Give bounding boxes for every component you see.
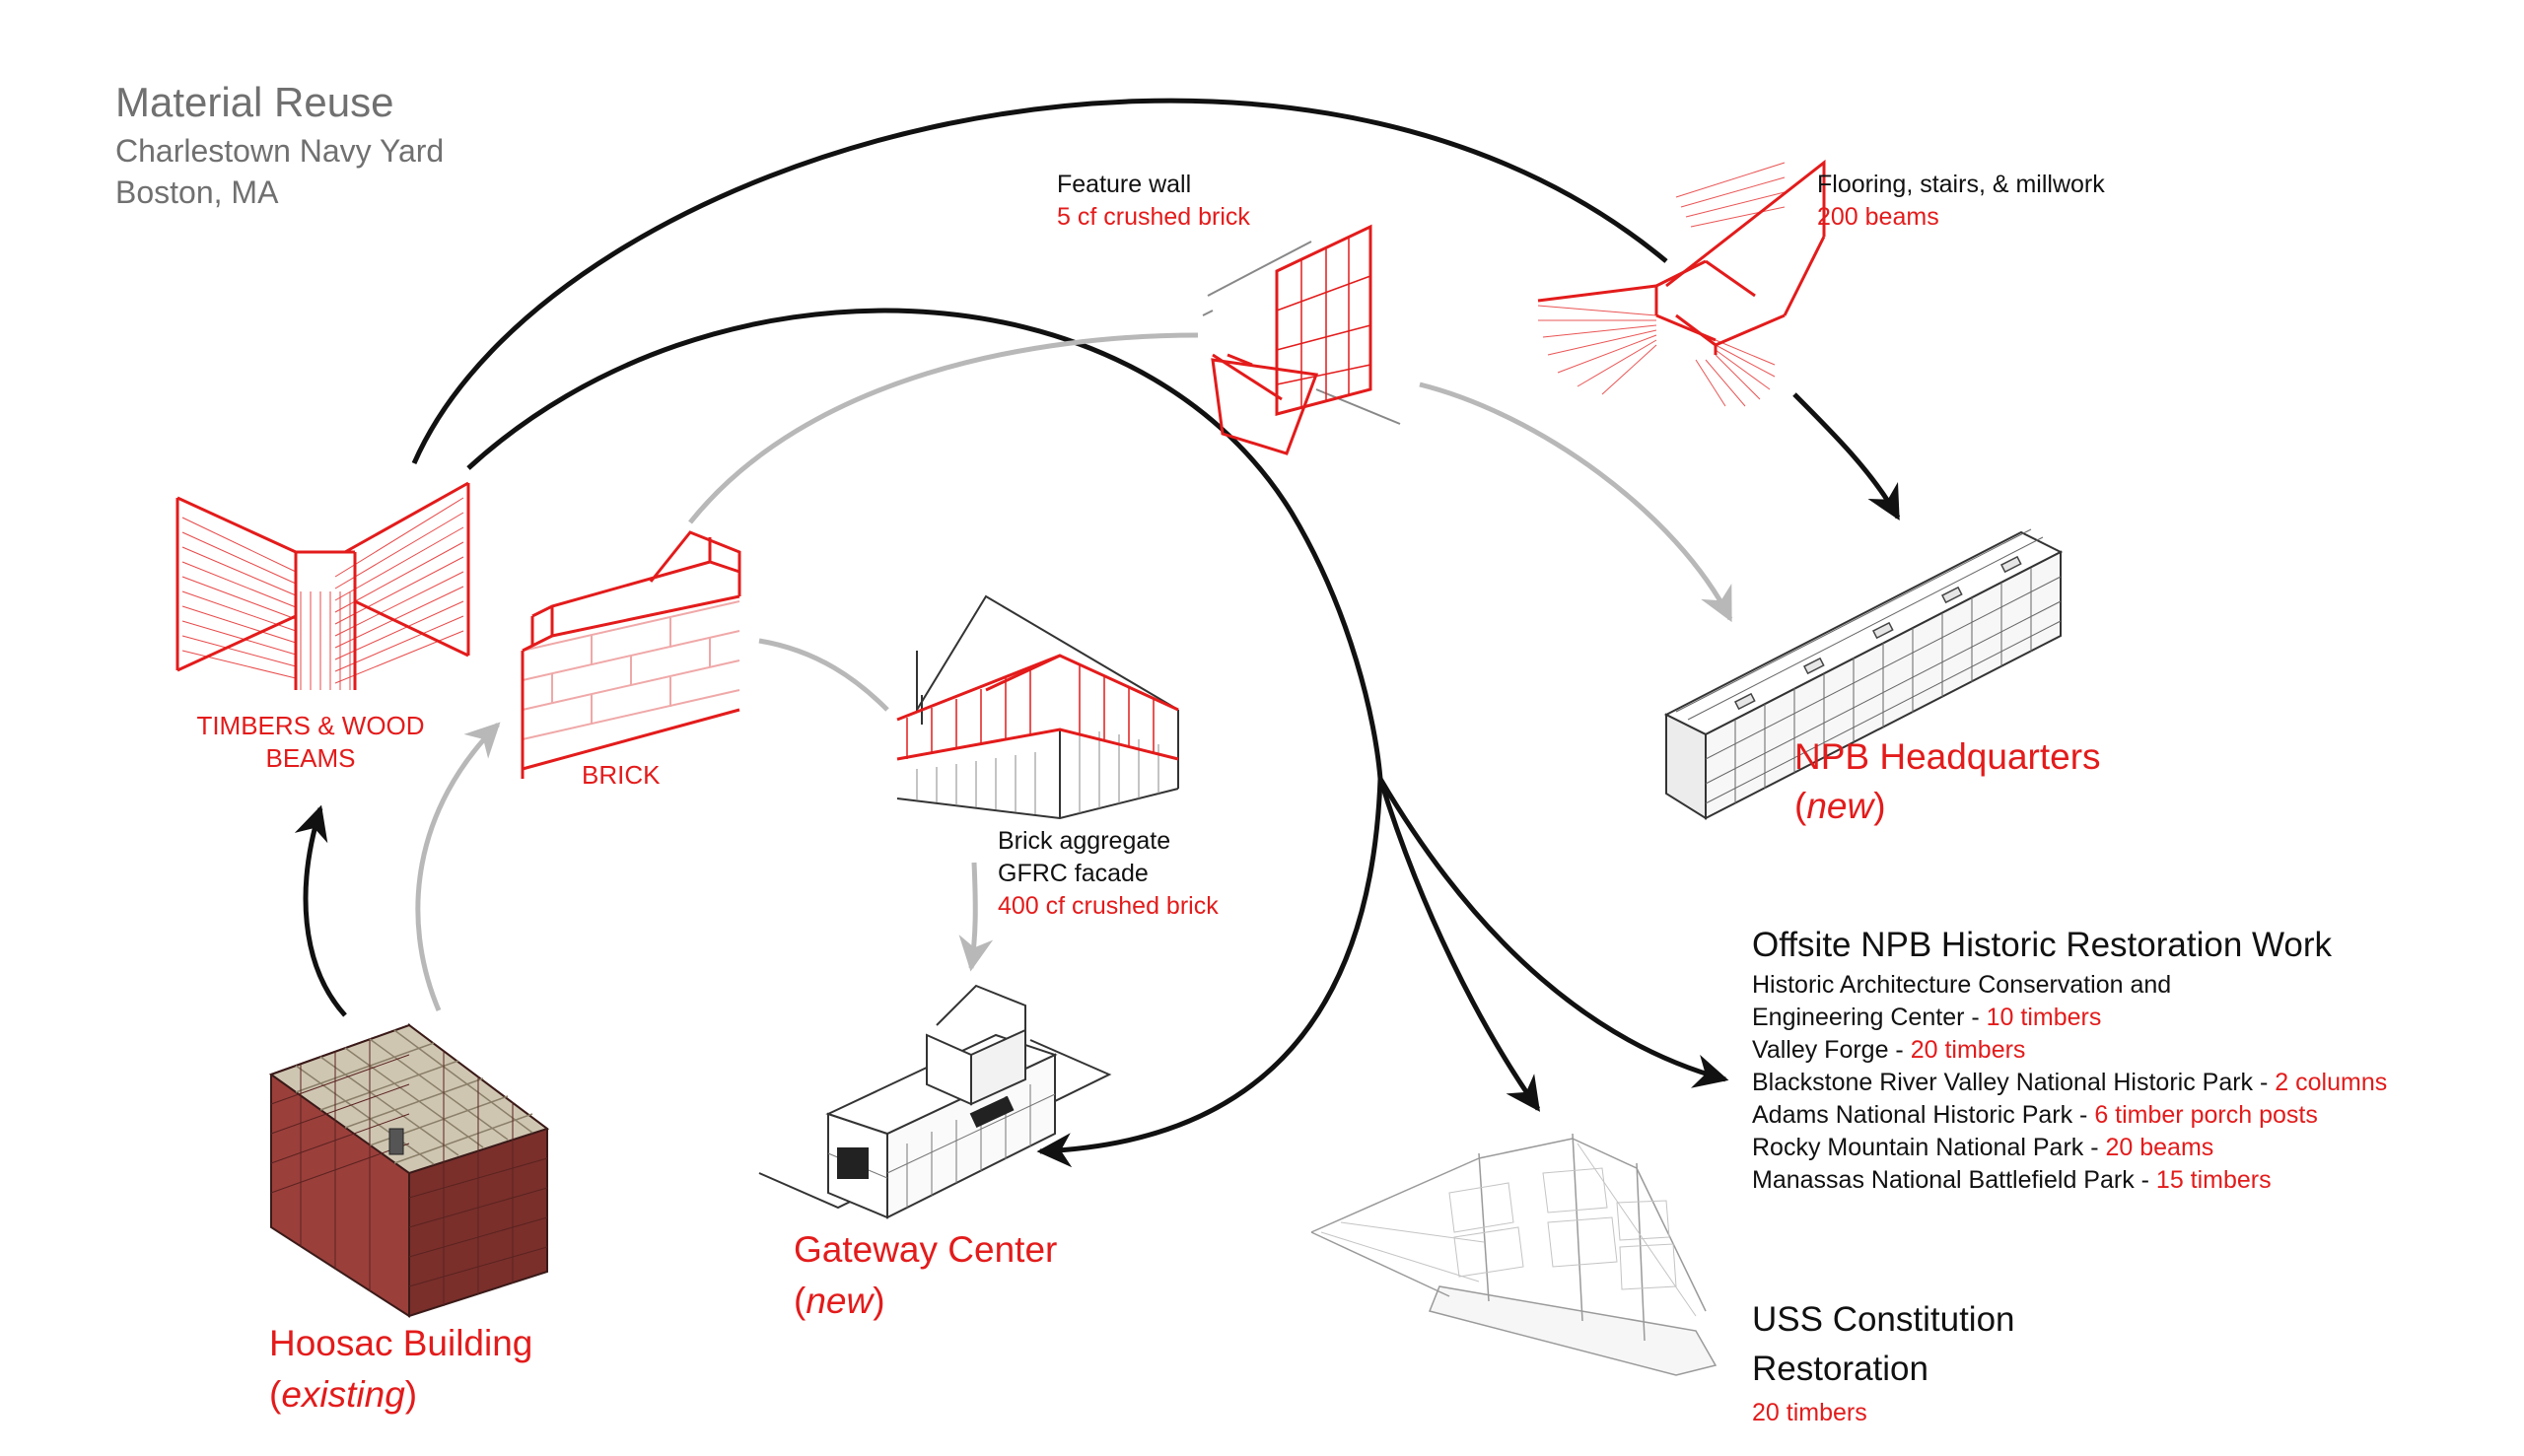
brick-label: BRICK [582, 760, 661, 790]
arrow-hub-to-offsite [1377, 777, 1729, 1088]
list-item: Historic Architecture Conservation and [1752, 971, 2172, 999]
list-item: Rocky Mountain National Park - 20 beams [1752, 1134, 2214, 1161]
hoosac-building-illustration [268, 1023, 550, 1318]
uss-title-1: USS Constitution [1752, 1300, 2015, 1339]
offsite-list: Historic Architecture Conservation and E… [1752, 971, 2387, 1199]
gateway-status: (new) [794, 1281, 885, 1321]
gfrc-building-icon [896, 594, 1179, 820]
brick-icon [521, 530, 741, 779]
list-item: Valley Forge - 20 timbers [1752, 1036, 2026, 1064]
uss-title-2: Restoration [1752, 1350, 1928, 1388]
flooring-label: Flooring, stairs, & millwork [1817, 171, 2105, 198]
gfrc-label-2: GFRC facade [998, 860, 1149, 887]
arrow-timber-to-flooring [411, 98, 1668, 465]
npb-hq-title: NPB Headquarters [1794, 736, 2101, 777]
hoosac-status: (existing) [269, 1374, 418, 1415]
offsite-title: Offsite NPB Historic Restoration Work [1752, 926, 2333, 964]
timber-beams-icon [175, 481, 470, 690]
arrow-timber-to-hub [466, 308, 1383, 780]
feature-wall-icon [1202, 224, 1401, 455]
arrow-brick-to-wall [688, 332, 1199, 524]
uss-constitution-illustration [1310, 1133, 1718, 1376]
list-item: Blackstone River Valley National Histori… [1752, 1069, 2388, 1096]
location-subtitle: Charlestown Navy Yard [115, 133, 445, 169]
timber-label: TIMBERS & WOOD BEAMS [196, 711, 425, 773]
uss-quantity: 20 timbers [1752, 1399, 1867, 1426]
page-title: Material Reuse [115, 79, 394, 125]
npb-hq-status: (new) [1794, 786, 1886, 826]
flow-arrows [294, 98, 1901, 1168]
arrow-hoosac-to-timber [294, 804, 347, 1017]
gfrc-label-1: Brick aggregate [998, 827, 1171, 855]
city-subtitle: Boston, MA [115, 174, 279, 210]
list-item: Adams National Historic Park - 6 timber … [1752, 1101, 2318, 1129]
npb-hq-building-illustration [1663, 528, 2064, 820]
arrow-brick-to-gfrc [758, 638, 889, 712]
hoosac-title: Hoosac Building [269, 1323, 533, 1363]
arrow-gfrc-to-gateway [958, 862, 994, 972]
gateway-center-building-illustration [758, 984, 1112, 1219]
arrow-hub-to-gateway [1036, 778, 1383, 1168]
flooring-quantity: 200 beams [1817, 203, 1939, 231]
list-item: Engineering Center - 10 timbers [1752, 1004, 2102, 1031]
arrow-hub-to-uss [1377, 778, 1541, 1112]
arrow-wall-to-hq [1419, 381, 1733, 623]
arrow-hoosac-to-brick [415, 722, 501, 1011]
flooring-stairs-icon [1537, 159, 1826, 407]
feature-wall-quantity: 5 cf crushed brick [1057, 203, 1250, 231]
gfrc-quantity: 400 cf crushed brick [998, 892, 1219, 920]
gateway-title: Gateway Center [794, 1229, 1058, 1270]
arrow-flooring-to-hq [1792, 392, 1901, 521]
feature-wall-label: Feature wall [1057, 171, 1192, 198]
list-item: Manassas National Battlefield Park - 15 … [1752, 1166, 2272, 1194]
